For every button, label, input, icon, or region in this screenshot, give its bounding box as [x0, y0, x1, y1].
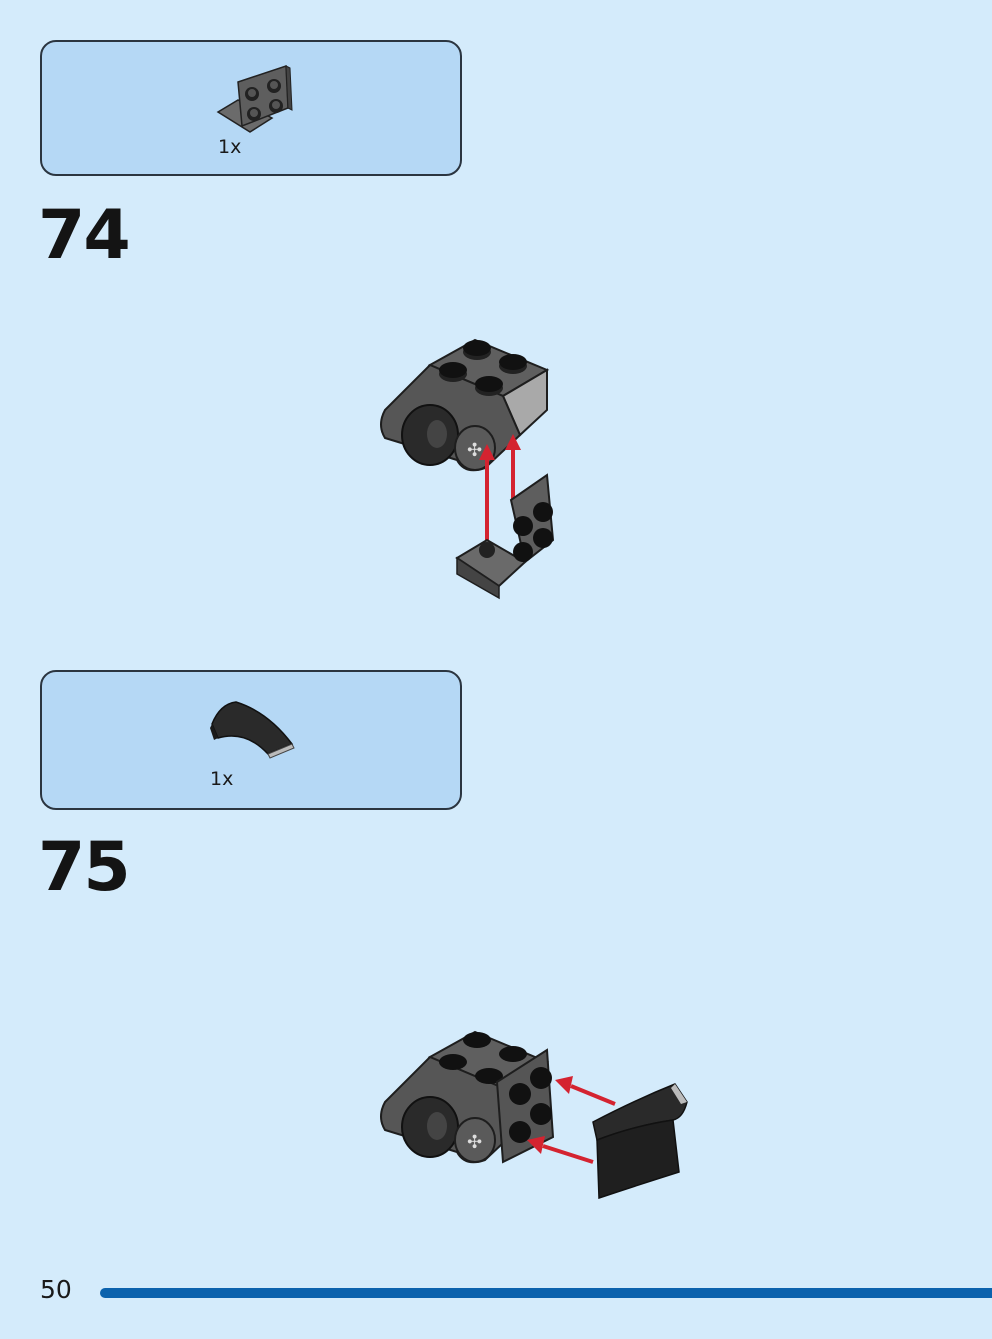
- curved-slope-icon: [210, 701, 295, 759]
- svg-text:✣: ✣: [467, 440, 482, 461]
- page-progress-bar: [100, 1288, 992, 1298]
- page-number: 50: [40, 1275, 72, 1304]
- step-number: 74: [38, 196, 131, 275]
- step-74-illustration: ✣: [380, 338, 555, 600]
- part-quantity: 1x: [210, 768, 234, 790]
- step-75-illustration: ✣: [380, 1030, 688, 1200]
- svg-text:✣: ✣: [467, 1132, 482, 1153]
- bracket-plate-icon: [216, 64, 293, 133]
- parts-list-box-74: 1x: [40, 40, 462, 176]
- part-quantity: 1x: [218, 136, 242, 158]
- step-number: 75: [38, 828, 131, 907]
- parts-list-box-75: 1x: [40, 670, 462, 810]
